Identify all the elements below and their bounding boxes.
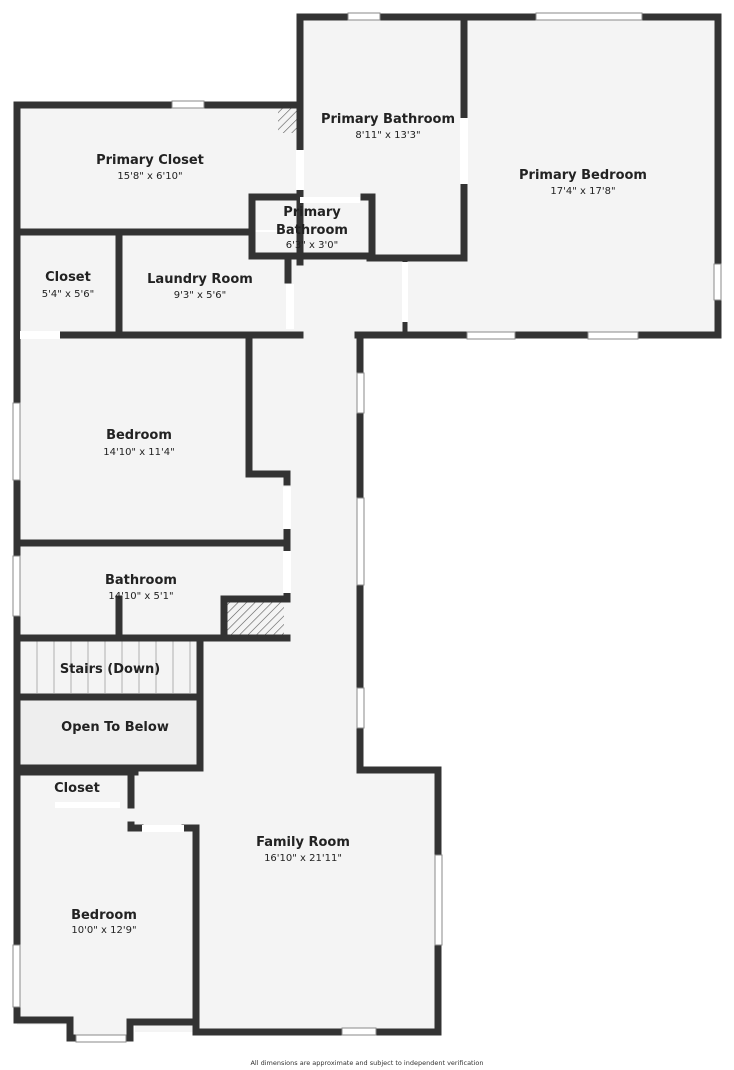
bedroom-upper-dims: 14'10" x 11'4" — [103, 447, 175, 458]
laundry-room-dims: 9'3" x 5'6" — [174, 290, 226, 301]
primary-bedroom-dims: 17'4" x 17'8" — [550, 186, 615, 197]
primary-bathroom-small-dims: 6'3" x 3'0" — [286, 240, 338, 251]
closet-lower-name: Closet — [54, 781, 100, 796]
open-to-below-name: Open To Below — [61, 720, 169, 735]
family-room-dims: 16'10" x 21'11" — [264, 853, 342, 864]
primary-bathroom-dims: 8'11" x 13'3" — [355, 130, 420, 141]
laundry-room-name: Laundry Room — [147, 272, 253, 287]
bedroom-upper-name: Bedroom — [106, 428, 172, 443]
room-labels: Primary Bathroom 8'11" x 13'3" Primary B… — [42, 112, 647, 936]
bedroom-lower-dims: 10'0" x 12'9" — [71, 925, 136, 936]
bedroom-lower-name: Bedroom — [71, 908, 137, 923]
windows — [12, 12, 722, 1043]
walls — [13, 13, 722, 1042]
family-room-name: Family Room — [256, 835, 350, 850]
primary-bedroom-name: Primary Bedroom — [519, 168, 647, 183]
bathroom-dims: 14'10" x 5'1" — [108, 591, 173, 602]
openings — [20, 118, 468, 832]
primary-bathroom-name: Primary Bathroom — [321, 112, 455, 127]
bathroom-name: Bathroom — [105, 573, 177, 588]
closet-upper-name: Closet — [45, 270, 91, 285]
stairs-treads — [36, 640, 191, 693]
primary-closet-dims: 15'8" x 6'10" — [117, 171, 182, 182]
disclaimer: All dimensions are approximate and subje… — [250, 1059, 483, 1067]
primary-bathroom-small-name-1: Primary — [283, 205, 341, 220]
chase-upper — [278, 108, 297, 133]
primary-closet-name: Primary Closet — [96, 153, 204, 168]
floor-fills — [17, 17, 718, 1038]
primary-bathroom-small-name-2: Bathroom — [276, 223, 348, 238]
stairs-name: Stairs (Down) — [60, 662, 160, 677]
closet-upper-dims: 5'4" x 5'6" — [42, 289, 94, 300]
chase-bathroom — [227, 599, 284, 637]
